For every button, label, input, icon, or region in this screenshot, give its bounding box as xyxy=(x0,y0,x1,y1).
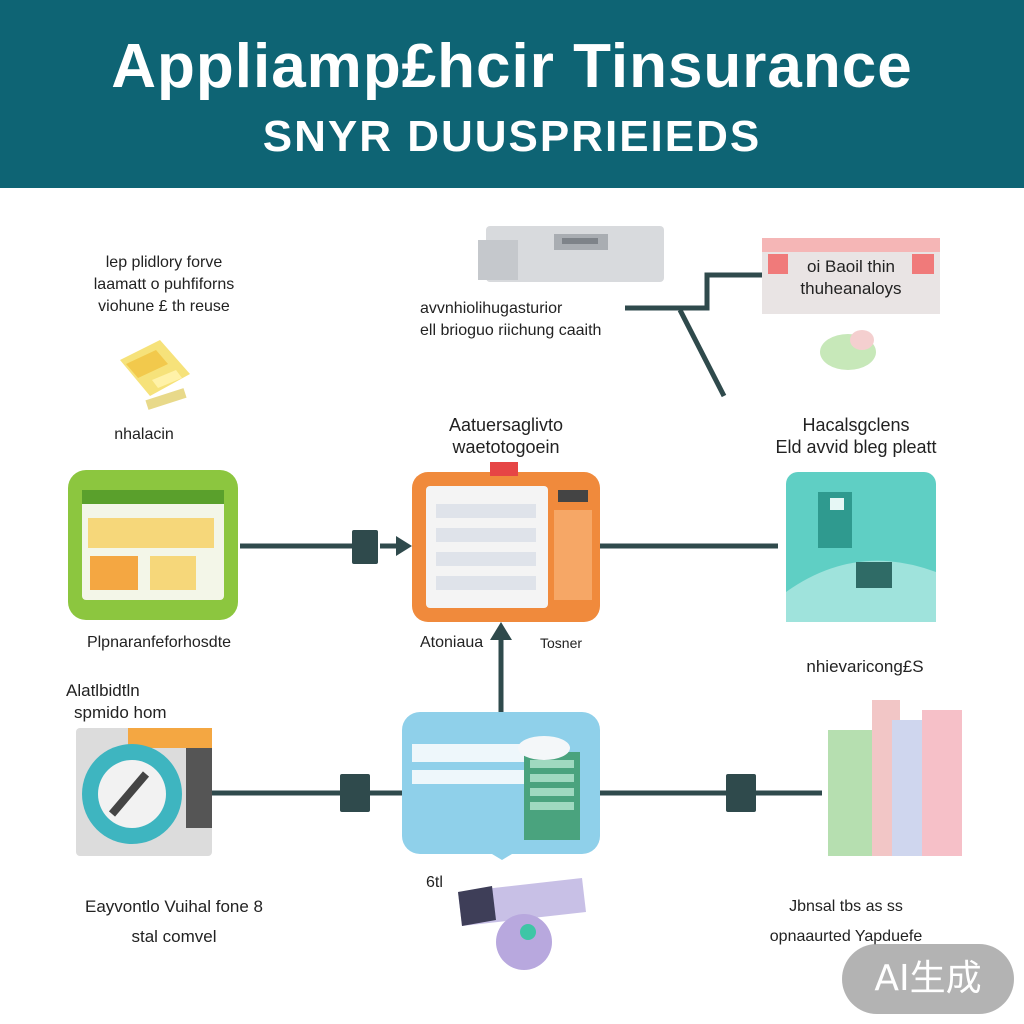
connector-plug-bottom-left xyxy=(340,774,370,812)
header-banner: Appliamp£hcir Tinsurance SNYR DUUSPRIEIE… xyxy=(0,0,1024,188)
info-panel xyxy=(762,238,940,314)
label-top-center: avvnhiolihugasturior ell brioguo riichun… xyxy=(420,300,602,339)
page-subtitle: SNYR DUUSPRIEIEDS xyxy=(262,112,762,161)
label-center-top: Aatuersaglivto waetotogoein xyxy=(448,415,564,457)
connector-plug-bottom-right xyxy=(726,774,756,812)
connector-plug-left xyxy=(352,530,378,564)
ai-generated-badge: AI生成 xyxy=(842,944,1014,1014)
page-title: Appliamp£hcir Tinsurance xyxy=(111,32,913,101)
label-top-left: lep plidlory forve laamatt o puhfiforns … xyxy=(93,254,235,315)
gear-icon xyxy=(458,878,586,970)
teal-node xyxy=(786,472,936,622)
label-bottom-right: Jbnsal tbs as ss opnaaurted Yapduefe xyxy=(769,898,923,945)
plant-icon xyxy=(820,330,876,370)
bar-columns xyxy=(828,700,962,856)
connector-top-diagonal xyxy=(677,308,727,398)
chip-icon xyxy=(120,340,190,410)
blue-node xyxy=(402,712,600,860)
dial-device xyxy=(76,728,212,856)
label-green-node: Plpnaranfeforhosdte xyxy=(86,634,232,651)
label-center-left: Atoniaua xyxy=(420,634,484,651)
connector-top-to-box xyxy=(675,272,770,311)
label-left-lower: Alatlbidtln spmido hom xyxy=(66,681,167,722)
label-info-panel: oi Baoil thin thuheanaloys xyxy=(800,257,902,298)
label-bottom-left: Eayvontlo Vuihal fone 8 stal comvel xyxy=(85,897,263,946)
arrow-head-right xyxy=(396,536,412,556)
label-right-mid: Hacalsgclens Eld avvid bleg pleatt xyxy=(775,415,937,457)
orange-node xyxy=(412,462,600,622)
label-center-right: Tosner xyxy=(540,635,583,651)
device-icon xyxy=(478,226,664,282)
green-node xyxy=(68,470,238,620)
label-right-lower: nhievaricong£S xyxy=(806,657,924,676)
arrow-head-up xyxy=(490,622,512,640)
label-top-left-caption: nhalacin xyxy=(114,426,174,443)
label-bottom-center: 6tl xyxy=(426,874,443,891)
